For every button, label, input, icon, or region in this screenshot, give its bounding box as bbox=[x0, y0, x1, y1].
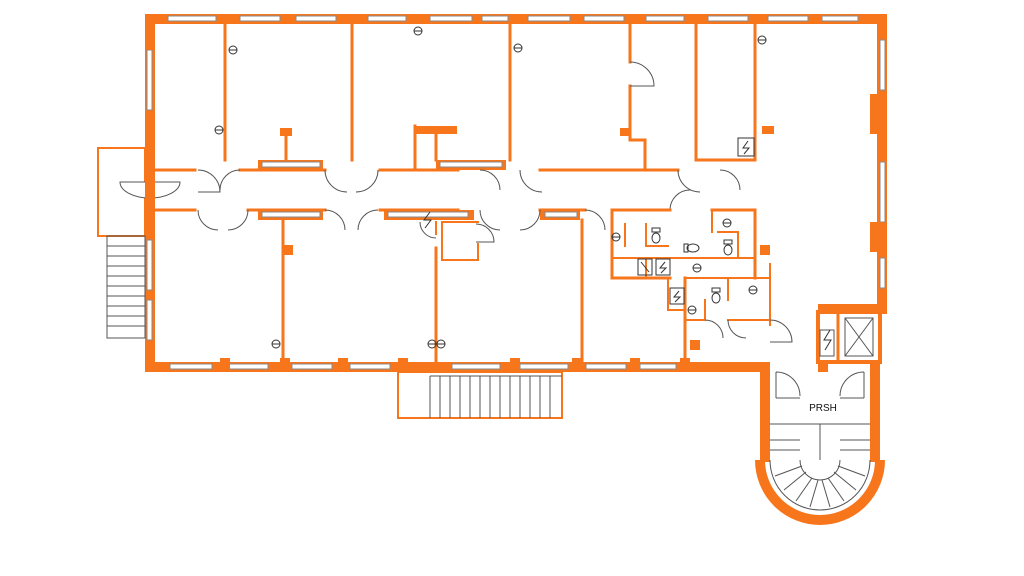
electrical-panel-icon bbox=[655, 258, 671, 276]
sink-icon bbox=[692, 263, 702, 273]
columns bbox=[220, 14, 822, 372]
exterior-piers bbox=[148, 24, 884, 252]
sink-icon bbox=[757, 35, 767, 45]
sink-icon bbox=[427, 339, 437, 349]
toilet-icon bbox=[683, 243, 700, 253]
sink-icon bbox=[687, 305, 697, 315]
stair-tower-label: PRSH bbox=[809, 403, 837, 414]
sink-icon bbox=[748, 285, 758, 295]
toilet-icons bbox=[651, 227, 733, 304]
electrical-panel-icon bbox=[737, 137, 755, 157]
service-core bbox=[610, 208, 793, 364]
sink-icon bbox=[722, 218, 732, 228]
windows-side bbox=[146, 39, 886, 341]
bottom-entrance bbox=[397, 371, 563, 419]
sink-icon bbox=[611, 232, 621, 242]
sink-icons bbox=[214, 26, 767, 349]
sink-icon bbox=[513, 43, 523, 53]
windows-top bbox=[167, 15, 859, 22]
upper-partitions bbox=[223, 22, 774, 172]
corridor-doors bbox=[197, 169, 741, 231]
elevator-block bbox=[816, 310, 882, 372]
toilet-icon bbox=[711, 287, 721, 304]
sink-icon bbox=[413, 26, 423, 36]
left-entrance bbox=[97, 147, 181, 339]
stair-tower: PRSH bbox=[755, 362, 885, 525]
electrical-panel-icon bbox=[637, 258, 653, 276]
electrical-panel-icon bbox=[669, 287, 685, 305]
windows-bottom bbox=[169, 363, 677, 370]
sink-icon bbox=[271, 339, 281, 349]
electrical-panel-icon bbox=[423, 211, 432, 229]
toilet-icon bbox=[723, 239, 733, 256]
exterior-walls bbox=[145, 14, 887, 372]
electrical-icons bbox=[423, 137, 832, 351]
toilet-icon bbox=[651, 227, 661, 244]
sink-icon bbox=[436, 339, 446, 349]
sink-icon bbox=[228, 45, 238, 55]
lower-partitions bbox=[281, 218, 584, 364]
electrical-panel-icon bbox=[823, 329, 832, 351]
sink-icon bbox=[214, 125, 224, 135]
